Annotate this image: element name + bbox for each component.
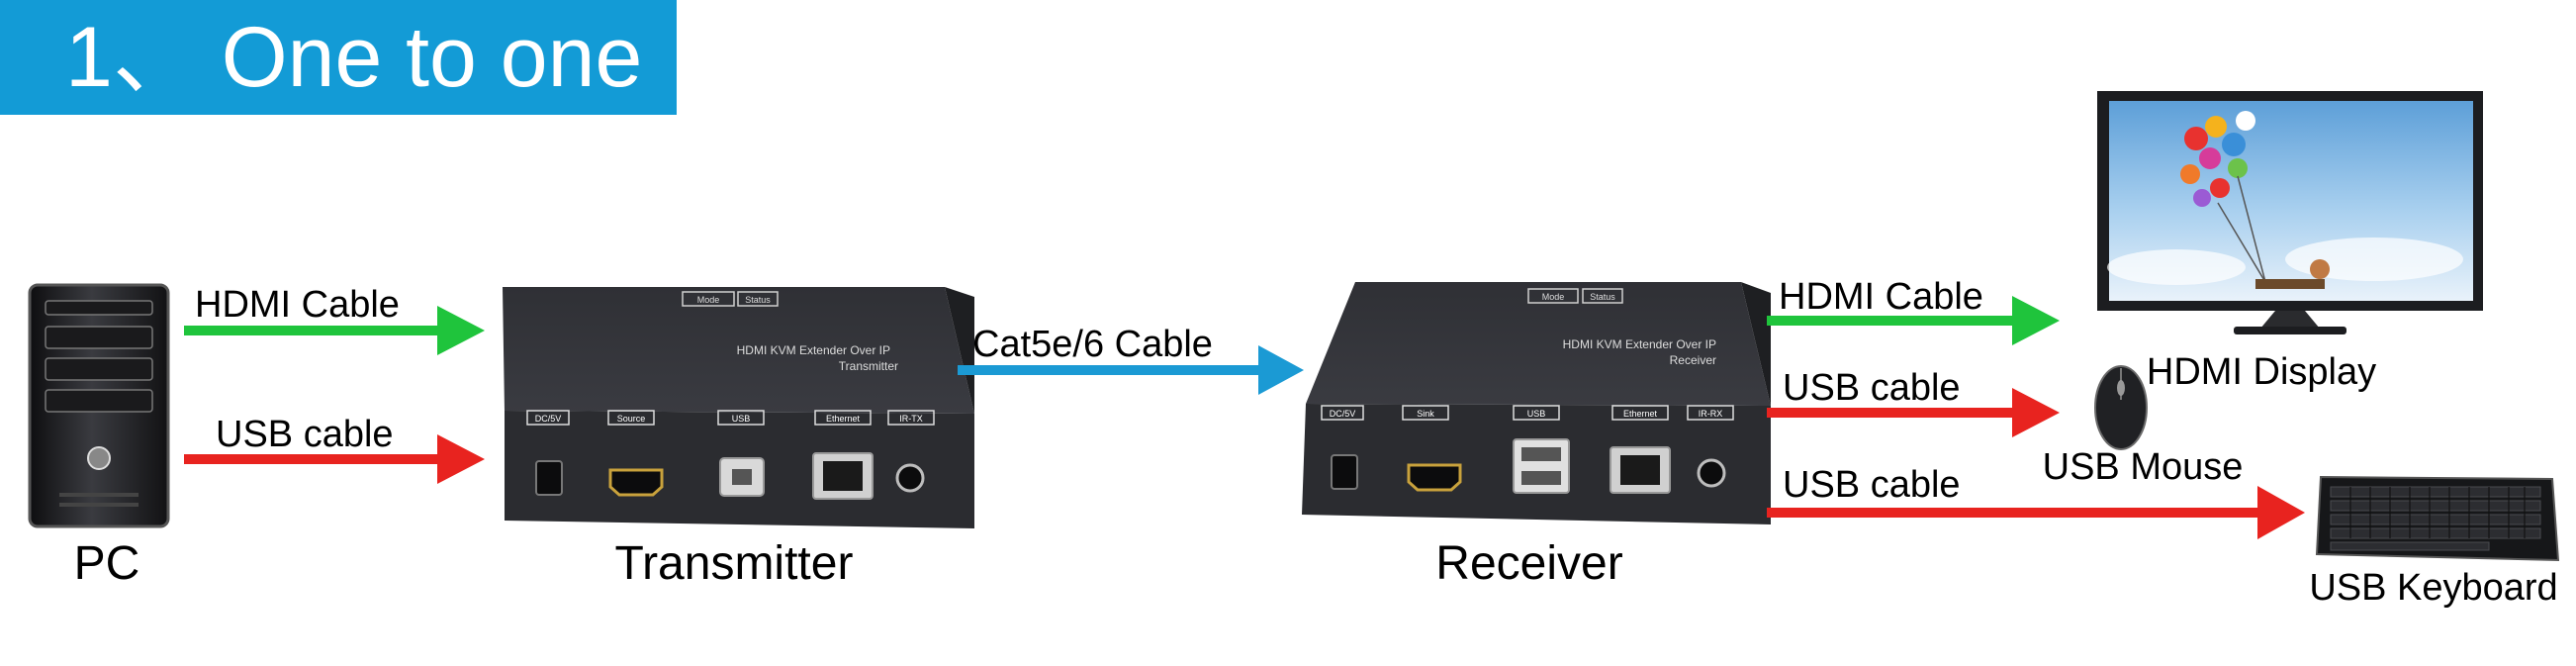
hdmi-display-label: HDMI Display <box>2147 351 2376 393</box>
tx-port-label-dc: DC/5V <box>535 414 562 424</box>
receiver-label: Receiver <box>1435 537 1622 590</box>
pc-hdmi-cable-label: HDMI Cable <box>195 284 400 326</box>
tx-port-label-ir: IR-TX <box>899 414 923 424</box>
rx-model-line2: Receiver <box>1670 353 1716 367</box>
tx-port-labels: DC/5V Source USB Ethernet IR-TX <box>526 410 935 426</box>
rx-ethernet-port <box>1610 446 1671 494</box>
rx-usb-ports <box>1513 438 1570 494</box>
rx-model-line1: HDMI KVM Extender Over IP <box>1563 337 1716 351</box>
rx-port-labels: DC/5V Sink USB Ethernet IR-RX <box>1321 405 1734 421</box>
page-title: 1、 One to one <box>65 10 643 105</box>
tx-port-label-usb: USB <box>732 414 751 424</box>
pc-tower-icon <box>28 283 170 528</box>
tx-ethernet-port <box>812 452 874 500</box>
pc-usb-arrow <box>184 434 485 484</box>
rx-usb-keyboard-cable-label: USB cable <box>1783 464 1961 506</box>
rx-port-label-ethernet: Ethernet <box>1623 409 1658 419</box>
tx-model-line1: HDMI KVM Extender Over IP <box>737 343 890 357</box>
rx-mode-label: Mode <box>1542 292 1565 302</box>
rx-port-label-sink: Sink <box>1417 409 1434 419</box>
tx-ir-port <box>895 463 925 493</box>
rx-hdmi-arrow <box>1767 296 2060 345</box>
rx-hdmi-port <box>1407 463 1462 492</box>
rx-usb-mouse-cable-label: USB cable <box>1783 367 1961 409</box>
tx-status-label: Status <box>745 295 771 305</box>
rx-port-label-dc: DC/5V <box>1330 409 1356 419</box>
pc-hdmi-arrow <box>184 306 485 355</box>
tx-mode-label: Mode <box>697 295 720 305</box>
rx-hdmi-cable-label: HDMI Cable <box>1779 276 1983 318</box>
rx-usb-mouse-arrow <box>1767 388 2060 437</box>
cat-cable-label: Cat5e/6 Cable <box>972 324 1213 365</box>
pc-label: PC <box>74 537 140 590</box>
transmitter-label: Transmitter <box>615 537 854 590</box>
tx-port-label-source: Source <box>617 414 646 424</box>
monitor-icon <box>2097 91 2483 334</box>
rx-usb-keyboard-arrow <box>1767 486 2305 539</box>
usb-mouse-label: USB Mouse <box>2043 446 2244 488</box>
rx-status-label: Status <box>1590 292 1615 302</box>
rx-port-label-ir: IR-RX <box>1699 409 1723 419</box>
receiver-device: Mode Status HDMI KVM Extender Over IP Re… <box>1302 282 1771 524</box>
pc-usb-cable-label: USB cable <box>216 414 394 455</box>
tx-dc-port <box>535 460 563 496</box>
tx-port-label-ethernet: Ethernet <box>826 414 861 424</box>
rx-ir-port <box>1697 458 1726 488</box>
transmitter-device: Status Mode HDMI KVM Extender Over IP Tr… <box>503 287 974 528</box>
keyboard-icon <box>2315 475 2560 562</box>
cat-cable-arrow <box>958 345 1304 395</box>
mouse-icon <box>2094 365 2148 450</box>
tx-hdmi-port <box>608 468 664 497</box>
tx-model-line2: Transmitter <box>839 359 898 373</box>
rx-dc-port <box>1331 454 1358 490</box>
usb-keyboard-label: USB Keyboard <box>2309 567 2557 609</box>
title-banner: 1、 One to one <box>0 0 677 115</box>
rx-port-label-usb: USB <box>1527 409 1546 419</box>
